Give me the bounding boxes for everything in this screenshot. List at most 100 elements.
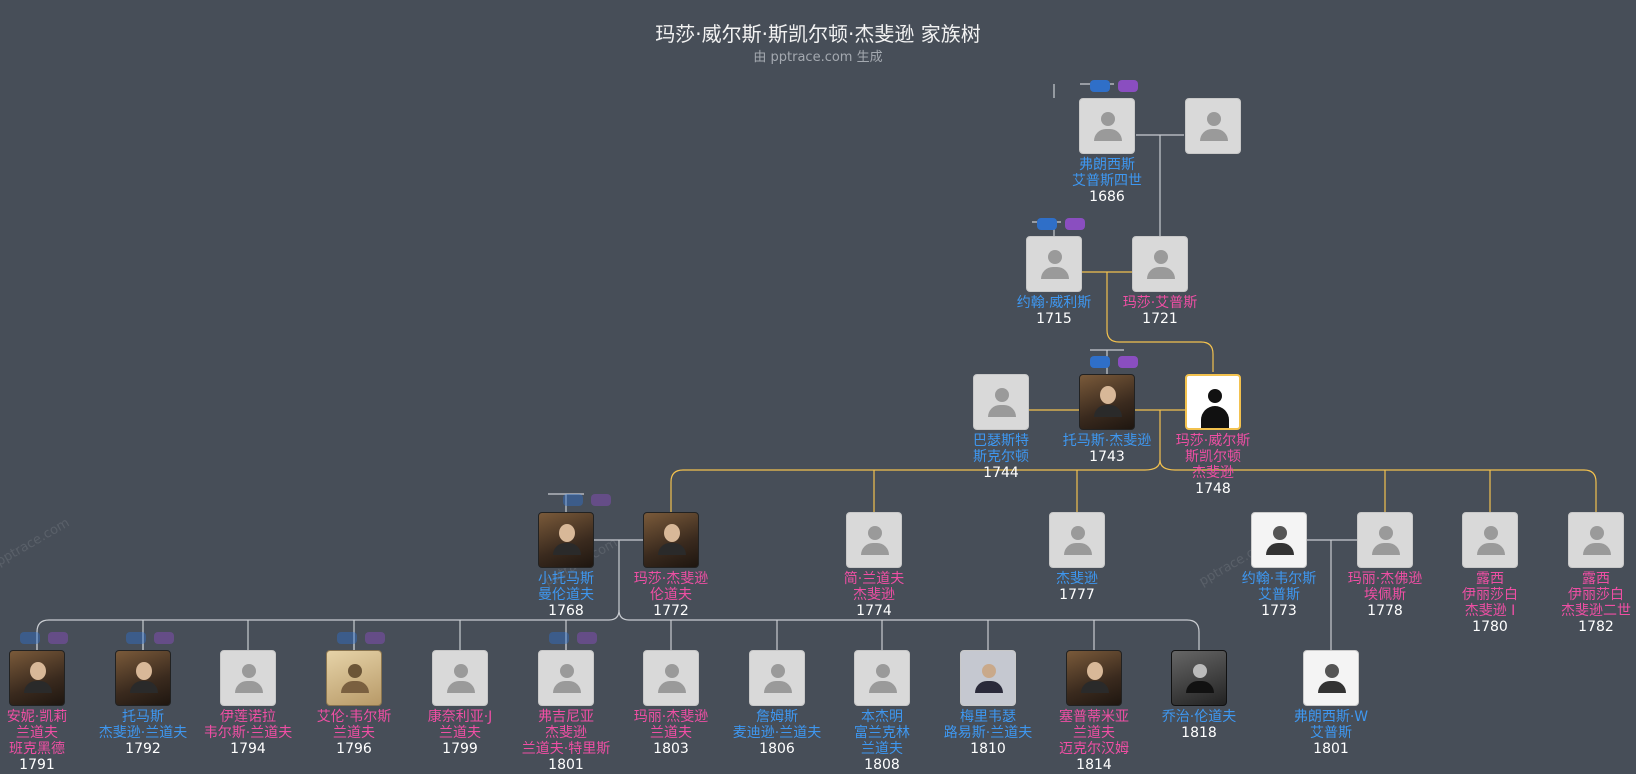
avatar-placeholder-icon[interactable] xyxy=(973,374,1029,430)
avatar-placeholder-icon[interactable] xyxy=(220,650,276,706)
person-name[interactable]: 兰道夫 xyxy=(861,741,903,757)
person-name[interactable]: 兰道夫 xyxy=(439,725,481,741)
person-name[interactable]: 玛莎·艾普斯 xyxy=(1122,295,1198,311)
person-name[interactable]: 杰斐逊二世 xyxy=(1561,603,1631,619)
avatar-placeholder-icon[interactable] xyxy=(846,512,902,568)
person-name[interactable]: 斯克尔顿 xyxy=(973,449,1029,465)
avatar-placeholder-icon[interactable] xyxy=(1049,512,1105,568)
person-name[interactable]: 塞普蒂米亚 xyxy=(1059,709,1129,725)
expand-ancestors-toggle[interactable] xyxy=(1065,218,1085,230)
person-name[interactable]: 富兰克林 xyxy=(854,725,910,741)
portrait-photo[interactable] xyxy=(1066,650,1122,706)
portrait-photo[interactable] xyxy=(960,650,1016,706)
person-name[interactable]: 杰斐逊 xyxy=(1192,465,1234,481)
expand-ancestors-toggle[interactable] xyxy=(1090,80,1110,92)
expand-ancestors-toggle[interactable] xyxy=(1118,80,1138,92)
person-name[interactable]: 伦道夫 xyxy=(650,587,692,603)
portrait-photo[interactable] xyxy=(1171,650,1227,706)
person-name[interactable]: 杰斐逊 xyxy=(853,587,895,603)
avatar-placeholder-icon[interactable] xyxy=(1132,236,1188,292)
portrait-photo[interactable] xyxy=(115,650,171,706)
expand-ancestors-toggle[interactable] xyxy=(563,494,583,506)
portrait-photo[interactable] xyxy=(1079,374,1135,430)
expand-ancestors-toggle[interactable] xyxy=(20,632,40,644)
expand-ancestors-toggle[interactable] xyxy=(1090,356,1110,368)
person-name[interactable]: 韦尔斯·兰道夫 xyxy=(203,725,293,741)
person-name[interactable]: 弗朗西斯·W xyxy=(1293,709,1369,725)
person-name[interactable]: 伊丽莎白 xyxy=(1462,587,1518,603)
expand-ancestors-toggle[interactable] xyxy=(1037,218,1057,230)
person-name[interactable]: 艾普斯 xyxy=(1258,587,1300,603)
person-name[interactable]: 伊莲诺拉 xyxy=(220,709,276,725)
person-name[interactable]: 斯凯尔顿 xyxy=(1185,449,1241,465)
avatar-placeholder-icon[interactable] xyxy=(643,650,699,706)
expand-ancestors-toggle[interactable] xyxy=(48,632,68,644)
person-name[interactable]: 弗朗西斯 xyxy=(1079,157,1135,173)
person-name[interactable]: 玛莎·威尔斯 xyxy=(1175,433,1251,449)
person-name[interactable]: 杰斐逊 xyxy=(1056,571,1098,587)
expand-ancestors-toggle[interactable] xyxy=(549,632,569,644)
avatar-placeholder-icon[interactable] xyxy=(1079,98,1135,154)
person-name[interactable]: 杰斐逊·兰道夫 xyxy=(98,725,188,741)
person-name[interactable]: 艾伦·韦尔斯 xyxy=(316,709,392,725)
portrait-photo[interactable] xyxy=(643,512,699,568)
person-name[interactable]: 詹姆斯 xyxy=(756,709,798,725)
avatar-placeholder-icon[interactable] xyxy=(1185,98,1241,154)
avatar-placeholder-icon[interactable] xyxy=(1026,236,1082,292)
expand-ancestors-toggle[interactable] xyxy=(1118,356,1138,368)
person-name[interactable]: 小托马斯 xyxy=(538,571,594,587)
expand-ancestors-toggle[interactable] xyxy=(337,632,357,644)
portrait-photo[interactable] xyxy=(326,650,382,706)
person-name[interactable]: 伊丽莎白 xyxy=(1568,587,1624,603)
person-name[interactable]: 路易斯·兰道夫 xyxy=(943,725,1033,741)
portrait-photo[interactable] xyxy=(1251,512,1307,568)
person-name[interactable]: 托马斯·杰斐逊 xyxy=(1062,433,1152,449)
person-name[interactable]: 安妮·凯莉 xyxy=(6,709,68,725)
portrait-photo[interactable] xyxy=(9,650,65,706)
expand-ancestors-toggle[interactable] xyxy=(154,632,174,644)
expand-ancestors-toggle[interactable] xyxy=(126,632,146,644)
person-name[interactable]: 简·兰道夫 xyxy=(843,571,905,587)
avatar-placeholder-icon[interactable] xyxy=(1462,512,1518,568)
person-name[interactable]: 露西 xyxy=(1582,571,1610,587)
person-name[interactable]: 梅里韦瑟 xyxy=(960,709,1016,725)
person-name[interactable]: 兰道夫 xyxy=(16,725,58,741)
expand-ancestors-toggle[interactable] xyxy=(577,632,597,644)
person-name[interactable]: 约翰·威利斯 xyxy=(1016,295,1092,311)
person-name[interactable]: 班克黑德 xyxy=(9,741,65,757)
person-name[interactable]: 曼伦道夫 xyxy=(538,587,594,603)
person-name[interactable]: 兰道夫 xyxy=(333,725,375,741)
person-name[interactable]: 兰道夫 xyxy=(650,725,692,741)
person-name[interactable]: 露西 xyxy=(1476,571,1504,587)
person-name[interactable]: 艾普斯四世 xyxy=(1072,173,1142,189)
person-name[interactable]: 麦迪逊·兰道夫 xyxy=(732,725,822,741)
avatar-placeholder-icon[interactable] xyxy=(854,650,910,706)
person-name[interactable]: 兰道夫·特里斯 xyxy=(521,741,611,757)
person-name[interactable]: 本杰明 xyxy=(861,709,903,725)
